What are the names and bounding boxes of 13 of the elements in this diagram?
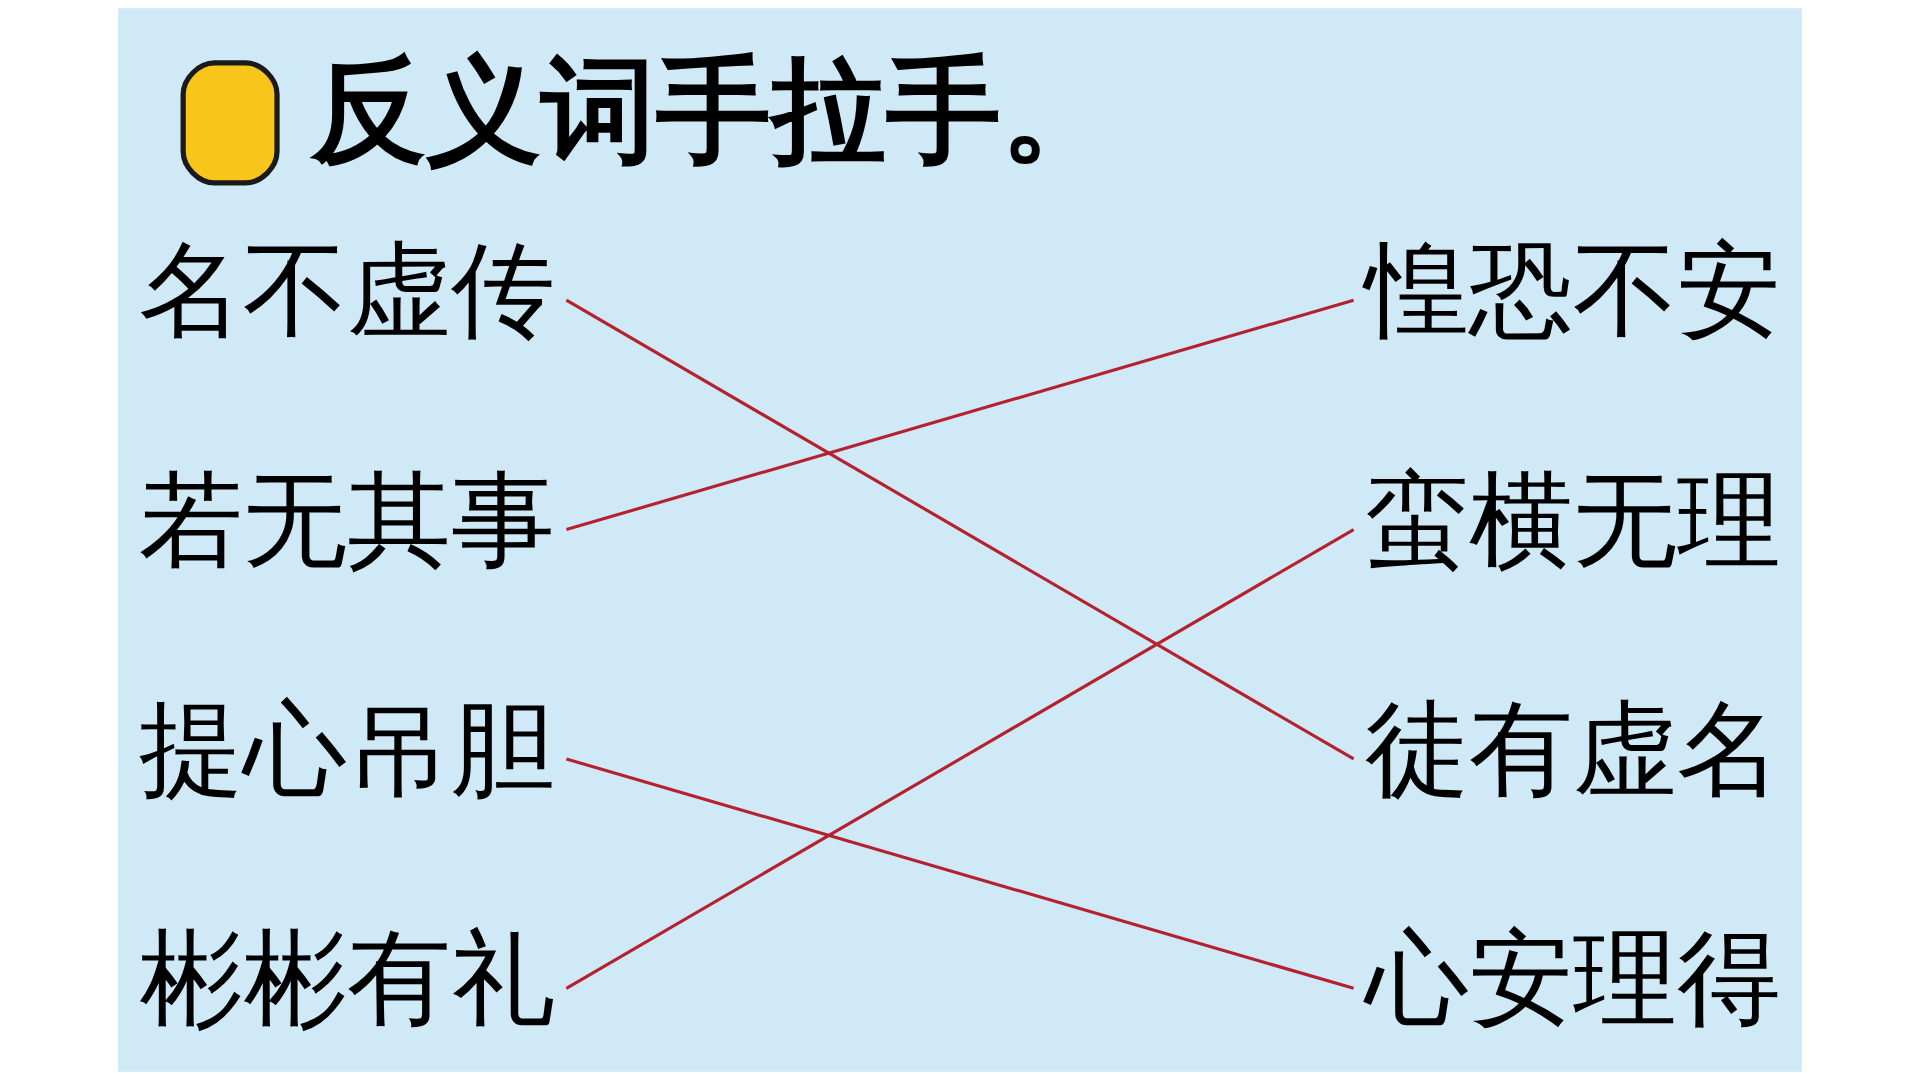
- connector: [565, 298, 1355, 761]
- node-text: 提心吊胆: [139, 692, 556, 809]
- node-text: 蛮横无理: [1364, 462, 1781, 579]
- node-text: 徒有虚名: [1364, 692, 1781, 809]
- node-text: 心安理得: [1364, 921, 1781, 1038]
- connector: [565, 757, 1355, 990]
- connector: [565, 298, 1355, 532]
- diagram-title: 反义词手拉手。: [310, 45, 1116, 174]
- node-text: 若无其事: [139, 462, 556, 579]
- node-text: 彬彬有礼: [139, 921, 556, 1038]
- connector: [565, 528, 1355, 990]
- node-text: 名不虚传: [139, 233, 556, 350]
- node-text: 惶恐不安: [1364, 233, 1781, 350]
